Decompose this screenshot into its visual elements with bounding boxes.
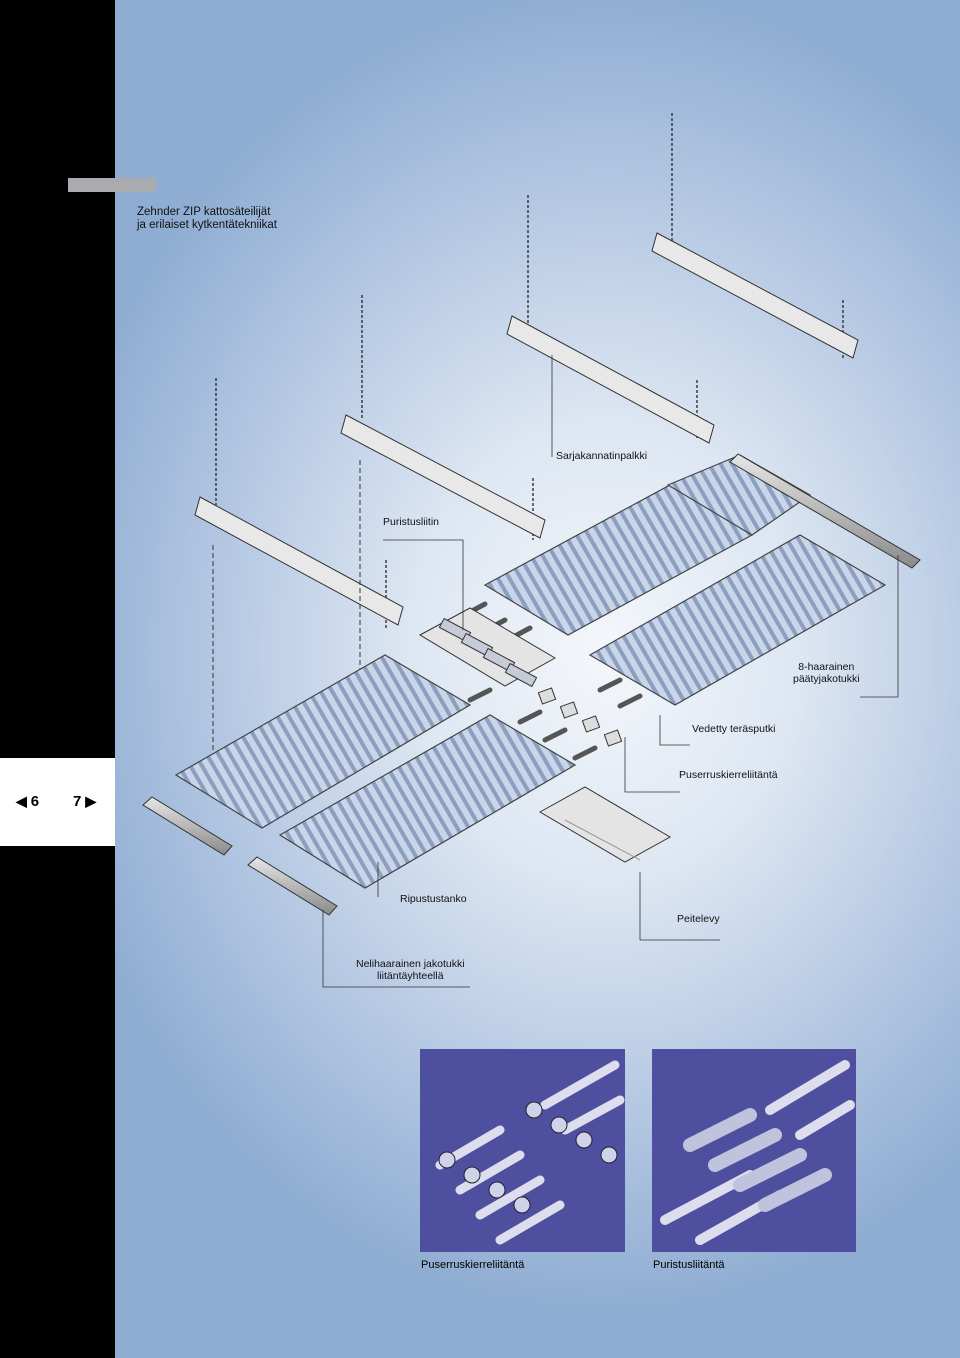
- cover-plate: [538, 786, 672, 863]
- next-page-number: 7: [73, 793, 82, 810]
- label-peitelevy: Peitelevy: [677, 913, 720, 925]
- hanger-rods: [212, 460, 361, 750]
- label-puristusliitin: Puristusliitin: [383, 516, 440, 528]
- label-nelihaarainen: Nelihaarainen jakotukki liitäntäyhteellä: [356, 958, 465, 982]
- leader-lines: [322, 355, 899, 988]
- connector-pipes: [467, 601, 643, 761]
- label-paatyjakotukki-line2: päätyjakotukki: [793, 673, 860, 685]
- title-line-2: ja erilaiset kytkentätekniikat: [137, 219, 277, 231]
- black-sidebar: [0, 0, 115, 1358]
- radiant-panels: [174, 454, 887, 889]
- label-nelihaarainen-line1: Nelihaarainen jakotukki: [356, 958, 465, 970]
- next-page-nav[interactable]: 7 ▶: [73, 793, 96, 810]
- label-vedetty-terasputki: Vedetty teräsputki: [692, 723, 776, 735]
- page-title: Zehnder ZIP kattosäteilijät ja erilaiset…: [137, 206, 277, 232]
- label-paatyjakotukki-line1: 8-haarainen: [798, 661, 855, 673]
- press-connector-tray: [418, 607, 557, 688]
- caption-puristusliitanta: Puristusliitäntä: [653, 1259, 725, 1271]
- compression-nuts: [537, 687, 623, 747]
- label-ripustustanko: Ripustustanko: [400, 893, 467, 905]
- label-sarjakannatinpalkki: Sarjakannatinpalkki: [556, 450, 648, 462]
- prev-page-nav[interactable]: ◀ 6: [16, 793, 39, 810]
- caption-puserruskierreliitanta: Puserruskierreliitäntä: [421, 1259, 525, 1271]
- suspension-chains: [215, 113, 844, 630]
- label-nelihaarainen-line2: liitäntäyhteellä: [377, 970, 444, 982]
- title-line-1: Zehnder ZIP kattosäteilijät: [137, 206, 271, 218]
- carrier-beams: [194, 232, 859, 626]
- collector-pipes: [142, 453, 921, 916]
- label-puserruskierreliitanta: Puserruskierreliitäntä: [679, 769, 778, 781]
- page-number-tab: [0, 758, 115, 846]
- prev-page-number: 6: [30, 793, 40, 810]
- triangle-left-icon: ◀: [16, 793, 27, 809]
- label-paatyjakotukki: 8-haarainen päätyjakotukki: [793, 661, 860, 685]
- triangle-right-icon: ▶: [85, 793, 97, 809]
- title-accent-bar: [68, 178, 156, 192]
